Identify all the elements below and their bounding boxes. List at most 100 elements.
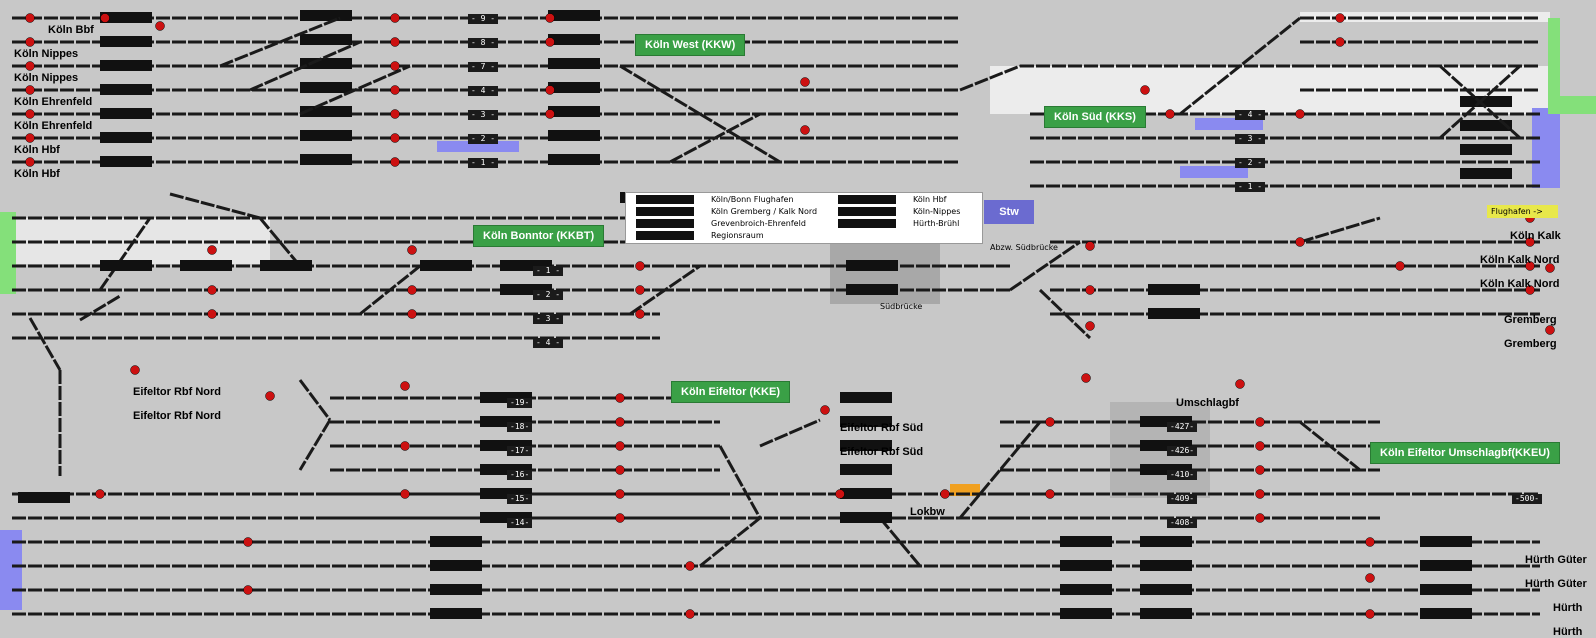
signal-icon <box>400 441 410 451</box>
signal-icon <box>243 537 253 547</box>
signal-icon <box>95 489 105 499</box>
signal-icon <box>1395 261 1405 271</box>
track-segment <box>1179 16 1301 116</box>
occupancy-block <box>480 512 532 523</box>
signal-icon <box>1255 417 1265 427</box>
track-segment <box>718 445 762 519</box>
occupancy-block <box>480 392 532 403</box>
area-koeln-sued[interactable]: Köln Süd (KKS) <box>1044 106 1146 128</box>
occupancy-block <box>1460 96 1512 107</box>
track-number: -15- <box>507 494 533 504</box>
occupancy-block <box>300 130 352 141</box>
occupancy-block <box>1140 536 1192 547</box>
occupancy-block <box>100 84 152 95</box>
occupancy-block <box>480 440 532 451</box>
occupancy-block <box>548 82 600 93</box>
signal-icon <box>635 309 645 319</box>
occupancy-block <box>100 60 152 71</box>
signal-icon <box>615 513 625 523</box>
signal-icon <box>25 133 35 143</box>
area-koeln-west[interactable]: Köln West (KKW) <box>635 34 746 56</box>
occupancy-block <box>1060 608 1112 619</box>
area-koeln-bonntor[interactable]: Köln Bonntor (KKBT) <box>473 225 605 247</box>
signal-icon <box>685 561 695 571</box>
occupancy-block <box>1460 120 1512 131</box>
signal-icon <box>25 157 35 167</box>
signal-icon <box>1525 285 1535 295</box>
occupancy-block <box>846 284 898 295</box>
station-label-huerth: Hürth <box>1553 626 1583 638</box>
track-segment <box>759 418 821 448</box>
track-segment <box>878 517 922 567</box>
track-number: - 4 - <box>1235 110 1266 120</box>
label-umschlagbf: Umschlagbf <box>1176 397 1239 409</box>
track-number: - 7 - <box>468 62 499 72</box>
signal-icon <box>615 393 625 403</box>
occupancy-block <box>180 260 232 271</box>
track-number: - 3 - <box>1235 134 1266 144</box>
occupancy-block <box>430 584 482 595</box>
occupancy-block <box>1140 560 1192 571</box>
occupancy-block <box>100 260 152 271</box>
occupancy-block <box>1460 144 1512 155</box>
station-label-koeln-kalk: Köln Kalk <box>1510 230 1561 242</box>
track-segment <box>249 40 361 92</box>
track-segment <box>1299 420 1361 472</box>
signal-icon <box>685 609 695 619</box>
legend-item: Köln/Bonn Flughafen <box>711 195 794 204</box>
track-number: - 2 - <box>1235 158 1266 168</box>
occupancy-block <box>548 154 600 165</box>
occupancy-block <box>548 130 600 141</box>
signal-icon <box>545 85 555 95</box>
occupancy-block <box>1148 308 1200 319</box>
track-segment <box>169 192 261 220</box>
occupancy-block <box>300 34 352 45</box>
track-number: -408- <box>1167 518 1198 528</box>
stw-button[interactable]: Stw <box>984 200 1034 224</box>
occupancy-block <box>300 58 352 69</box>
track-segment <box>1009 240 1081 292</box>
track-segment <box>359 264 421 316</box>
legend-item: Regionsraum <box>711 231 764 240</box>
occupancy-block <box>1140 584 1192 595</box>
track-number: -426- <box>1167 446 1198 456</box>
track-number: -16- <box>507 470 533 480</box>
signal-icon <box>207 309 217 319</box>
signal-icon <box>1085 321 1095 331</box>
occupancy-block <box>420 260 472 271</box>
track-segment <box>1299 216 1381 244</box>
station-label-koeln-bbf: Köln Bbf <box>48 24 94 36</box>
occupancy-block <box>548 106 600 117</box>
legend-item: Hürth-Brühl <box>913 219 960 228</box>
signal-icon <box>615 489 625 499</box>
track-number: -17- <box>507 446 533 456</box>
signal-icon <box>1235 379 1245 389</box>
signal-icon <box>1140 85 1150 95</box>
station-label-gremberg: Gremberg <box>1504 314 1557 326</box>
track-segment <box>299 64 411 116</box>
occupancy-block <box>1140 464 1192 475</box>
signal-icon <box>820 405 830 415</box>
signal-icon <box>1525 261 1535 271</box>
occupancy-block <box>840 512 892 523</box>
occupancy-block <box>548 34 600 45</box>
signal-icon <box>25 85 35 95</box>
signal-icon <box>635 261 645 271</box>
signal-icon <box>1335 37 1345 47</box>
signal-icon <box>800 125 810 135</box>
occupancy-block <box>1140 608 1192 619</box>
signal-icon <box>390 133 400 143</box>
signal-icon <box>155 21 165 31</box>
area-koeln-eifeltor-umschlagbf[interactable]: Köln Eifeltor Umschlagbf(KKEU) <box>1370 442 1560 464</box>
occupancy-block <box>1148 284 1200 295</box>
occupancy-block <box>480 464 532 475</box>
track-segment <box>629 264 701 316</box>
label-lokbw: Lokbw <box>910 506 945 518</box>
signal-icon <box>25 109 35 119</box>
signal-icon <box>1335 13 1345 23</box>
occupancy-block <box>1460 168 1512 179</box>
occupancy-block <box>1140 416 1192 427</box>
area-koeln-eifeltor[interactable]: Köln Eifeltor (KKE) <box>671 381 790 403</box>
label-eifeltor-rbf-sued: Eifeltor Rbf Süd <box>840 446 924 458</box>
track-number: - 1 - <box>468 158 499 168</box>
